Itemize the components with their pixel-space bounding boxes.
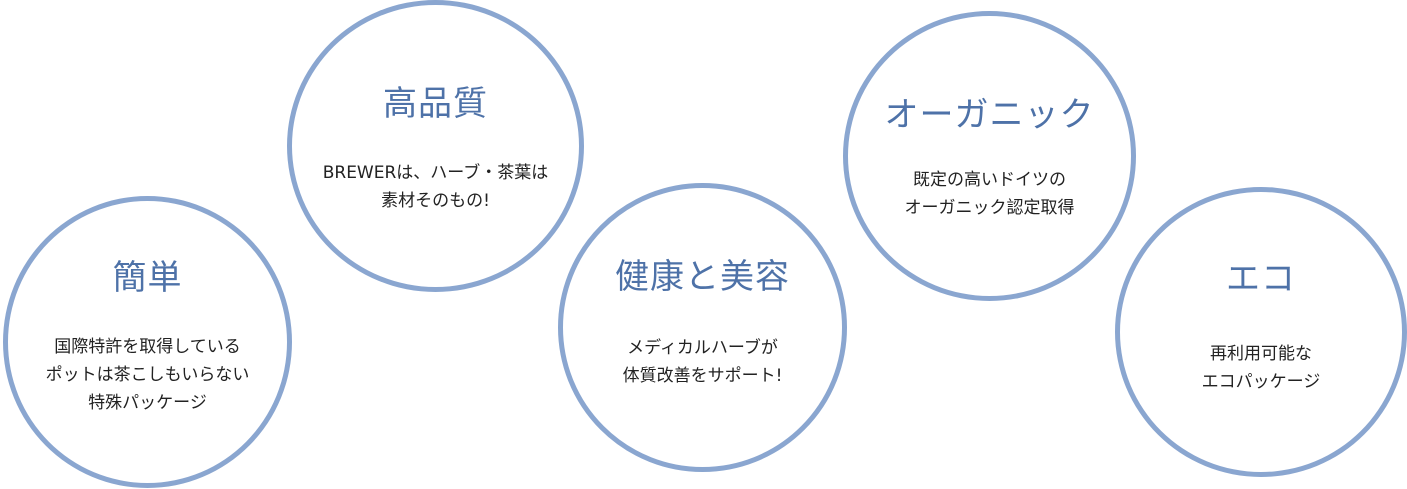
feature-circle-simple: 簡単 国際特許を取得している ポットは茶こしもいらない 特殊パッケージ xyxy=(3,196,292,488)
feature-description: 既定の高いドイツの オーガニック認定取得 xyxy=(904,170,1075,218)
feature-title: 高品質 xyxy=(383,84,488,124)
feature-circle-eco: エコ 再利用可能な エコパッケージ xyxy=(1115,187,1407,477)
feature-circle-health-beauty: 健康と美容 メディカルハーブが 体質改善をサポート! xyxy=(558,183,847,472)
feature-title: 簡単 xyxy=(112,258,183,298)
feature-description: メディカルハーブが 体質改善をサポート! xyxy=(622,338,783,386)
feature-description: BREWERは、ハーブ・茶葉は 素材そのもの! xyxy=(322,163,549,211)
feature-title: 健康と美容 xyxy=(615,257,790,297)
feature-title: エコ xyxy=(1226,259,1296,299)
feature-title: オーガニック xyxy=(884,95,1095,135)
feature-circle-quality: 高品質 BREWERは、ハーブ・茶葉は 素材そのもの! xyxy=(287,0,584,292)
feature-description: 国際特許を取得している ポットは茶こしもいらない 特殊パッケージ xyxy=(45,337,250,413)
feature-description: 再利用可能な エコパッケージ xyxy=(1201,344,1321,392)
feature-circle-organic: オーガニック 既定の高いドイツの オーガニック認定取得 xyxy=(843,11,1136,301)
